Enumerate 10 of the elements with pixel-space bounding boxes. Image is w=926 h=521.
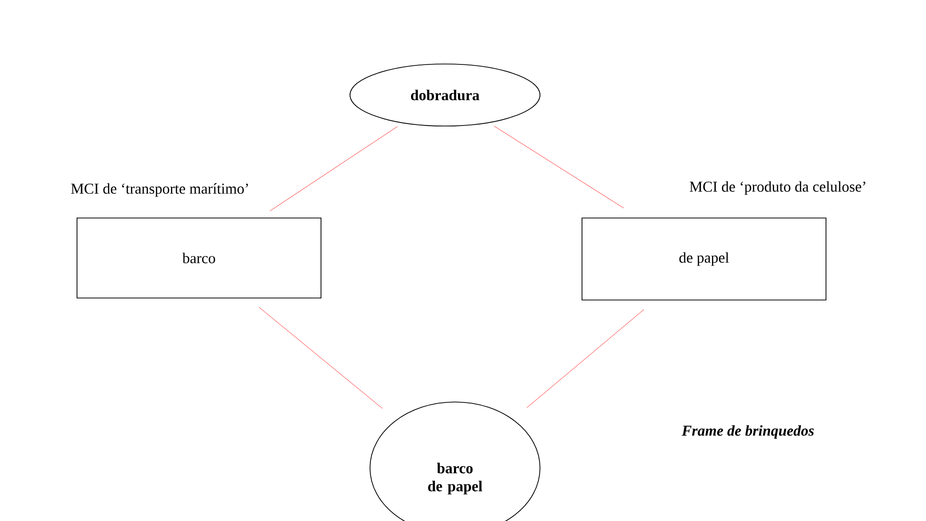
edge-label: MCI de ‘transporte marítimo’ [70,182,250,198]
connector-line [270,126,398,212]
connector-line [526,309,644,408]
rectangle-box: barco [76,218,322,298]
caption-text: Frame de brinquedos [682,425,814,439]
connector-line [258,307,383,409]
edge-label: MCI de ‘produto da celulose’ [688,180,868,196]
ellipse-node: dobradura [350,64,540,126]
connector-line [494,126,624,208]
rectangle-box: de papel [582,218,826,300]
